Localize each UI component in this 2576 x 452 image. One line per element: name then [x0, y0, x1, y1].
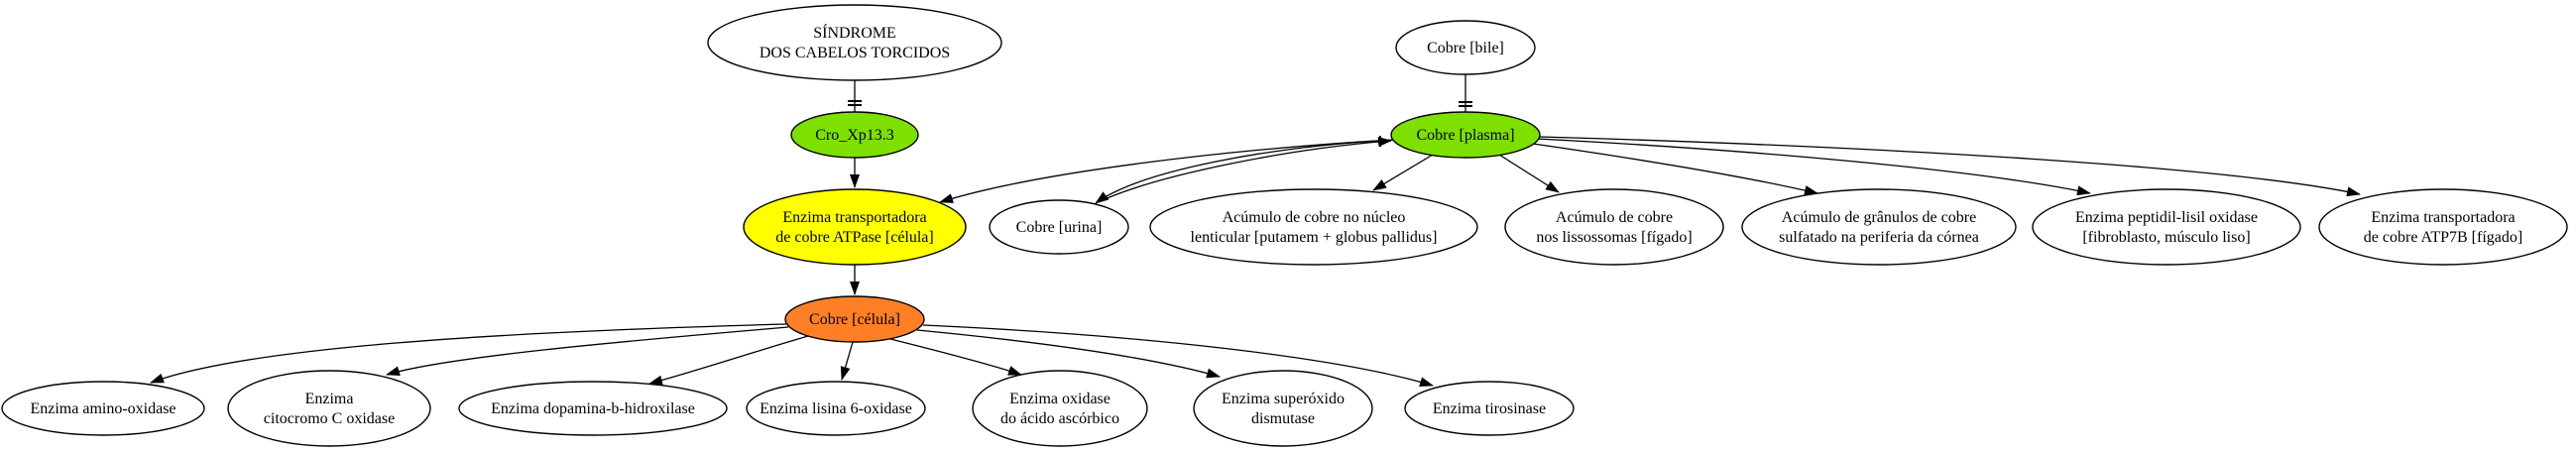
node-acumulo-nucleo: Acúmulo de cobre no núcleo lenticular [pu… — [1149, 188, 1478, 266]
node-label: de cobre ATPase [célula] — [775, 229, 933, 246]
node-shape — [2318, 188, 2568, 266]
node-acumulo-granulos: Acúmulo de grânulos de cobre sulfatado na… — [1741, 188, 2017, 266]
edge-celula-superoxido — [916, 329, 1221, 379]
edge-plasma-nucleo — [1372, 154, 1434, 191]
node-shape — [989, 199, 1129, 255]
edge-celula-citocromo — [386, 326, 789, 377]
node-amino-oxidase: Enzima amino-oxidase — [1, 381, 205, 436]
node-dopamina: Enzima dopamina-b-hidroxilase — [458, 381, 728, 436]
edge-celula-amino — [150, 323, 787, 384]
node-label: Enzima oxidase — [1009, 391, 1111, 407]
node-shape — [784, 295, 925, 343]
edge-plasma-granulos — [1532, 143, 1818, 195]
node-label: SÍNDROME — [813, 23, 896, 42]
node-label: Enzima tirosinase — [1433, 400, 1546, 417]
edge-celula-dopamina — [648, 335, 809, 386]
node-shape — [972, 370, 1148, 447]
node-shape — [790, 111, 919, 159]
node-label: Cobre [plasma] — [1416, 127, 1514, 144]
node-acumulo-lisossomas: Acúmulo de cobre nos lissossomas [fígado] — [1504, 188, 1724, 266]
node-shape — [1404, 381, 1575, 436]
node-label: Acúmulo de cobre no núcleo — [1223, 209, 1406, 226]
node-label: Enzima transportadora — [2371, 209, 2515, 226]
node-shape — [1193, 370, 1373, 447]
node-label: Enzima lisina 6-oxidase — [760, 400, 912, 417]
edge-celula-lisina — [840, 341, 854, 381]
node-cobre-urina: Cobre [urina] — [989, 199, 1129, 255]
node-shape — [1, 381, 205, 436]
node-label: lenticular [putamem + globus pallidus] — [1191, 229, 1438, 246]
node-tirosinase: Enzima tirosinase — [1404, 381, 1575, 436]
node-label: [fibroblasto, músculo liso] — [2082, 229, 2250, 246]
node-atp7b: Enzima transportadora de cobre ATP7B [fíg… — [2318, 188, 2568, 266]
node-cobre-celula: Cobre [célula] — [784, 295, 925, 343]
node-label: Cobre [bile] — [1427, 40, 1504, 56]
node-shape — [1395, 20, 1536, 75]
node-cro: Cro_Xp13.3 — [790, 111, 919, 159]
node-label: sulfatado na periferia da córnea — [1779, 229, 1979, 246]
node-ascorbico: Enzima oxidase do ácido ascórbico — [972, 370, 1148, 447]
node-shape — [1504, 188, 1724, 266]
node-peptidil: Enzima peptidil-lisil oxidase [fibroblast… — [2032, 188, 2301, 266]
node-label: Cro_Xp13.3 — [815, 127, 894, 144]
node-shape — [1741, 188, 2017, 266]
node-label: Cobre [urina] — [1016, 219, 1103, 236]
node-label: Cobre [célula] — [809, 311, 900, 328]
node-label: Enzima amino-oxidase — [30, 400, 176, 417]
edge-celula-ascorbico — [889, 338, 1022, 376]
edge-plasma-urina — [1095, 139, 1395, 204]
node-label: Acúmulo de cobre — [1556, 209, 1673, 226]
node-label: Enzima dopamina-b-hidroxilase — [491, 400, 695, 417]
node-citocromo: Enzima citocromo C oxidase — [227, 370, 431, 447]
edge-plasma-peptidil — [1536, 138, 2091, 196]
node-label: Enzima — [305, 391, 354, 407]
node-lisina: Enzima lisina 6-oxidase — [746, 381, 926, 436]
node-shape — [707, 4, 1002, 81]
node-label: Enzima peptidil-lisil oxidase — [2075, 209, 2258, 226]
edge-plasma-enzima — [939, 139, 1394, 203]
node-cobre-plasma: Cobre [plasma] — [1390, 111, 1541, 159]
node-label: nos lissossomas [fígado] — [1536, 229, 1692, 246]
node-shape — [1390, 111, 1541, 159]
node-label: DOS CABELOS TORCIDOS — [760, 45, 950, 61]
node-label: citocromo C oxidase — [264, 410, 395, 427]
edge-plasma-lisossomas — [1498, 154, 1560, 193]
node-shape — [746, 381, 926, 436]
node-label: Enzima superóxido — [1222, 391, 1345, 407]
node-shape — [1149, 188, 1478, 266]
node-shape — [227, 370, 431, 447]
node-shape — [458, 381, 728, 436]
node-shape — [2032, 188, 2301, 266]
node-superoxido: Enzima superóxido dismutase — [1193, 370, 1373, 447]
edge-celula-tirosinase — [922, 324, 1434, 387]
node-label: de cobre ATP7B [fígado] — [2364, 229, 2522, 246]
node-enzima-transp-celula: Enzima transportadora de cobre ATPase [cé… — [743, 188, 967, 266]
node-label: Acúmulo de grânulos de cobre — [1782, 209, 1976, 226]
edge-plasma-atp7b — [1539, 136, 2361, 197]
edge-urina-plasma — [1102, 137, 1392, 201]
node-label: Enzima transportadora — [782, 209, 926, 226]
node-sindrome: SÍNDROME DOS CABELOS TORCIDOS — [707, 4, 1002, 81]
edges-group — [150, 74, 2361, 387]
node-label: do ácido ascórbico — [1000, 410, 1119, 427]
node-cobre-bile: Cobre [bile] — [1395, 20, 1536, 75]
node-label: dismutase — [1251, 410, 1315, 427]
node-shape — [743, 188, 967, 266]
